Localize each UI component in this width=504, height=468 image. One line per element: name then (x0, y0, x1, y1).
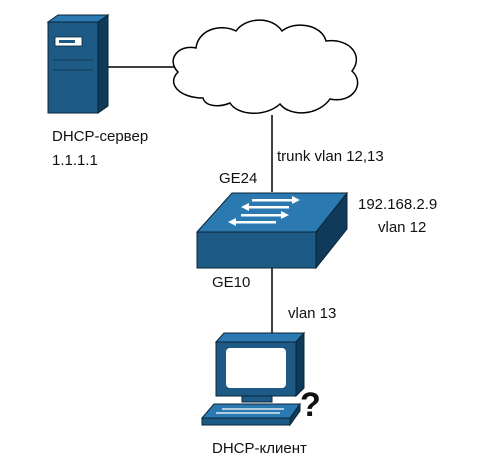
uplink-port-label: GE24 (219, 170, 258, 187)
trunk-link-label: trunk vlan 12,13 (277, 148, 384, 165)
downlink-port-label: GE10 (212, 274, 251, 291)
client-unknown-status-icon: ? (300, 386, 321, 424)
server-name-label: DHCP-сервер (52, 128, 149, 145)
server-ip-label: 1.1.1.1 (52, 152, 98, 169)
access-link-label: vlan 13 (288, 305, 337, 322)
switch-vlan-label: vlan 12 (378, 219, 427, 236)
switch-icon (195, 191, 349, 270)
server-icon (46, 14, 110, 114)
client-name-label: DHCP-клиент (212, 440, 307, 457)
computer-icon (200, 331, 306, 427)
cloud-icon (172, 19, 359, 114)
switch-ip-label: 192.168.2.9 (358, 196, 438, 213)
